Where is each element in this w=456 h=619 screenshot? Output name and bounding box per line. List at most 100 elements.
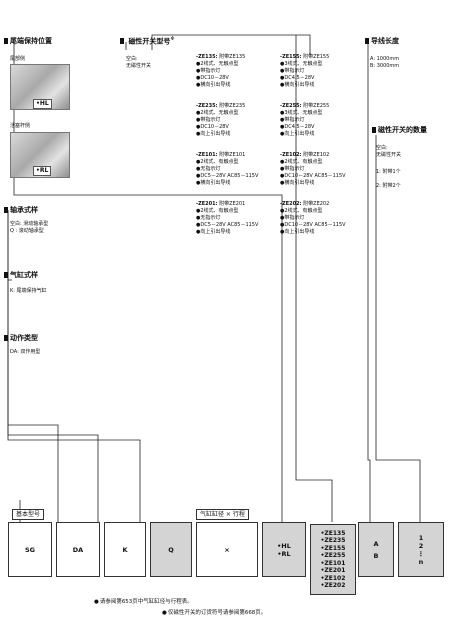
switch-count-options: 空白: 无磁性开关 1: 附带1个 2: 附带2个 (376, 145, 401, 190)
switch-spec: ●DC4.5－28V (280, 124, 315, 130)
switch-spec: ●2线式、无触点型 (196, 110, 239, 116)
count-option-2: 2: 附带2个 (376, 183, 401, 189)
code-a: A (373, 539, 379, 548)
switch-model-header: 磁性开关型号※ (120, 36, 174, 46)
switch-desc: 附带ZE202 (303, 201, 330, 207)
switch-spec: ●2线式、有触点型 (196, 159, 239, 165)
switch-spec: ●带指示灯 (196, 117, 221, 123)
switch-spec: ●DC5－28V AC85－115V (196, 173, 259, 179)
code-hl: •HL (277, 541, 291, 550)
switch-model-title: 磁性开关型号 (128, 37, 171, 46)
bearing-option-plain: 空白: 滑动轴承型 (10, 221, 49, 227)
note-bore-ref-text: 请参阅第653页中气缸缸径与行程表。 (99, 599, 193, 605)
switch-spec: ●2线式、有触点型 (280, 208, 323, 214)
bore-stroke-label: 气缸缸径 × 行程 (196, 509, 249, 520)
switch-desc: 附带ZE102 (303, 152, 330, 158)
switch-spec: ●横向引出导线 (196, 180, 231, 186)
switch-desc: 附带ZE135 (219, 54, 246, 60)
switch-spec: ●DC10－28V AC85－115V (280, 222, 346, 228)
note-switch-ref: 仅磁性开关的订货符号请参阅第668页。 (162, 608, 267, 616)
lead-option-b: B: 3000mm (370, 63, 400, 69)
code-ze: •ZE155 (320, 544, 346, 552)
switch-spec: ●无指示灯 (196, 215, 221, 221)
switch-code: -ZE235: (196, 103, 218, 109)
code-box-sg: SG (8, 522, 52, 577)
switch-model-sup: ※ (170, 36, 175, 41)
action-option-da: DA: 双作用型 (10, 349, 41, 355)
switch-code: -ZE255: (280, 103, 302, 109)
count-none-value: 无磁性开关 (376, 152, 402, 158)
switch-spec: ●向上引出导线 (196, 131, 231, 137)
switch-spec: ●DC10－28V (196, 75, 229, 81)
code-ze: •ZE235 (320, 537, 346, 544)
switch-spec: ●3线式、无触点型 (280, 110, 323, 116)
code-box-count: 1 2 ⋮ n (398, 522, 444, 577)
code-sg: SG (24, 545, 36, 554)
switch-item: -ZE102: 附带ZE102 ●2线式、有触点型 ●带指示灯 ●DC10－28… (280, 152, 346, 187)
note-bore-ref: 请参阅第653页中气缸缸径与行程表。 (94, 597, 193, 605)
switch-item: -ZE255: 附带ZE255 ●3线式、无触点型 ●带指示灯 ●DC4.5－2… (280, 103, 329, 138)
code-q: Q (168, 545, 174, 554)
switch-code: -ZE201: (196, 201, 218, 207)
switch-item: -ZE101: 附带ZE101 ●2线式、有触点型 ●无指示灯 ●DC5－28V… (196, 152, 258, 187)
lead-length-header: 导线长度 (365, 36, 399, 46)
code-b: B (373, 551, 379, 560)
switch-code: -ZE102: (280, 152, 302, 158)
action-header: 动作类型 (4, 333, 38, 343)
code-dots: ⋮ (417, 549, 425, 558)
switch-item: -ZE155: 附带ZE155 ●3线式、无触点型 ●带指示灯 ●DC4.5－2… (280, 54, 329, 89)
basic-model-label: 基本型号 (12, 509, 45, 520)
hl-tag: •HL (33, 99, 52, 109)
switch-count-header: 磁性开关的数量 (372, 125, 427, 135)
switch-desc: 附带ZE255 (303, 103, 330, 109)
switch-spec: ●向上引出导线 (280, 131, 315, 137)
switch-code: -ZE202: (280, 201, 302, 207)
code-rl: •RL (277, 549, 291, 558)
rod-end-label: 尾部侧 (10, 56, 26, 62)
switch-spec: ●DC4.5－28V (280, 75, 315, 81)
switch-none: 空白: 无磁性开关 (126, 56, 151, 70)
code-box-switches: •ZE135 •ZE235 •ZE155 •ZE255 •ZE101 •ZE20… (310, 524, 356, 595)
switch-spec: ●向上引出导线 (280, 229, 315, 235)
code-box-hl-rl: •HL •RL (262, 522, 306, 577)
switch-spec: ●横向引出导线 (196, 82, 231, 88)
code-1: 1 (418, 533, 424, 542)
switch-spec: ●2线式、有触点型 (280, 159, 323, 165)
switch-spec: ●带指示灯 (280, 68, 305, 74)
lead-options: A: 1000mm B: 3000mm (370, 56, 399, 70)
switch-none-key: 空白: (126, 56, 138, 62)
code-n: n (418, 557, 424, 566)
switch-desc: 附带ZE155 (303, 54, 330, 60)
note-switch-ref-text: 仅磁性开关的订货符号请参阅第668页。 (167, 610, 267, 616)
code-ze: •ZE255 (320, 552, 346, 559)
switch-spec: ●2线式、有触点型 (196, 208, 239, 214)
switch-spec: ●带指示灯 (280, 117, 305, 123)
switch-spec: ●横向引出导线 (280, 82, 315, 88)
switch-item: -ZE135: 附带ZE135 ●2线式、无触点型 ●带指示灯 ●DC10－28… (196, 54, 245, 89)
switch-code: -ZE135: (196, 54, 218, 60)
switch-spec: ●DC10－28V AC85－115V (280, 173, 346, 179)
head-end-label: 活塞杆侧 (10, 123, 31, 129)
code-ze: •ZE202 (320, 582, 346, 589)
code-box-lead: A B (358, 522, 394, 577)
switch-spec: ●带指示灯 (280, 215, 305, 221)
switch-spec: ●3线式、无触点型 (280, 61, 323, 67)
switch-spec: ●带指示灯 (196, 68, 221, 74)
cylinder-header: 气缸式样 (4, 270, 38, 280)
code-2: 2 (418, 541, 424, 550)
code-ze: •ZE135 (320, 529, 346, 537)
switch-none-value: 无磁性开关 (126, 63, 152, 69)
switch-spec: ●带指示灯 (280, 166, 305, 172)
switch-code: -ZE155: (280, 54, 302, 60)
end-lock-header: 尾端保持位置 (4, 36, 52, 46)
switch-spec: ●横向引出导线 (280, 180, 315, 186)
count-none-key: 空白: (376, 145, 388, 151)
lead-option-a: A: 1000mm (370, 56, 400, 62)
switch-item: -ZE235: 附带ZE235 ●2线式、无触点型 ●带指示灯 ●DC10－28… (196, 103, 245, 138)
switch-code: -ZE101: (196, 152, 218, 158)
switch-spec: ●无指示灯 (196, 166, 221, 172)
switch-spec: ●DC5－28V AC85－115V (196, 222, 259, 228)
bearing-options: 空白: 滑动轴承型 Q : 滚动轴承型 (10, 221, 48, 235)
bearing-header: 轴承式样 (4, 205, 38, 215)
